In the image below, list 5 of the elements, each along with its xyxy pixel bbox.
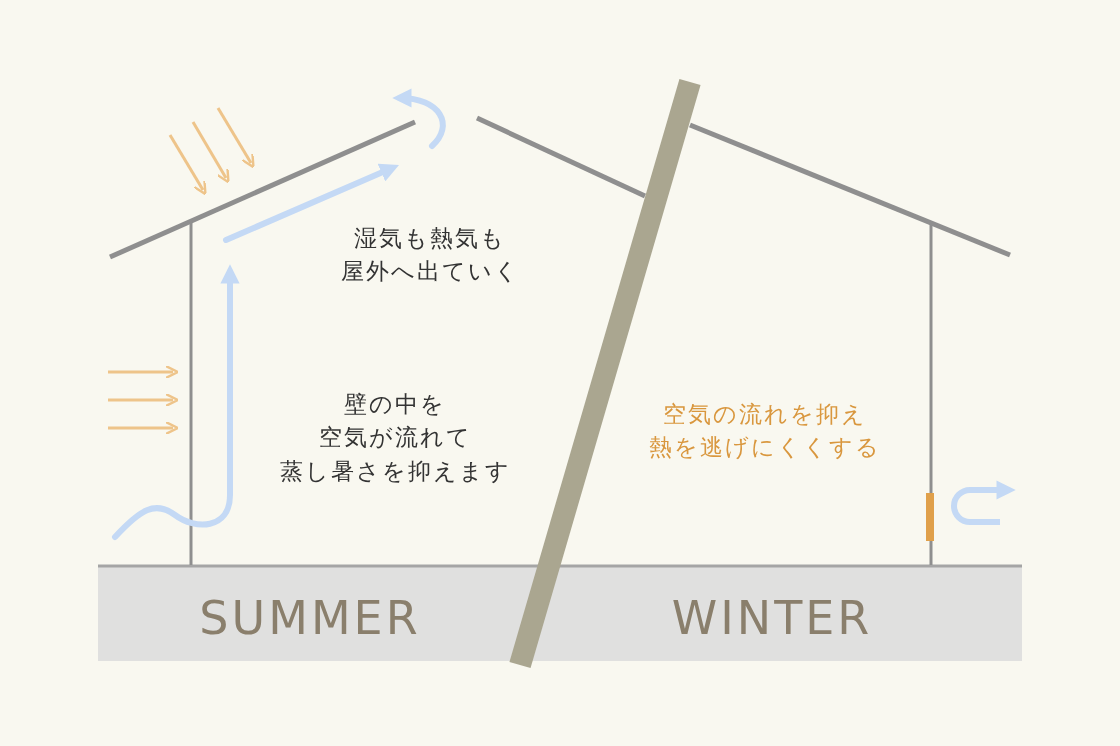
season-label: WINTER xyxy=(671,590,873,647)
caption-text: 空気の流れを抑え熱を逃げにくくする xyxy=(649,400,881,463)
caption-text: 壁の中を空気が流れて蒸し暑さを抑えます xyxy=(279,390,511,486)
season-label: SUMMER xyxy=(199,590,421,647)
caption-text: 湿気も熱気も屋外へ出ていく xyxy=(340,224,520,287)
